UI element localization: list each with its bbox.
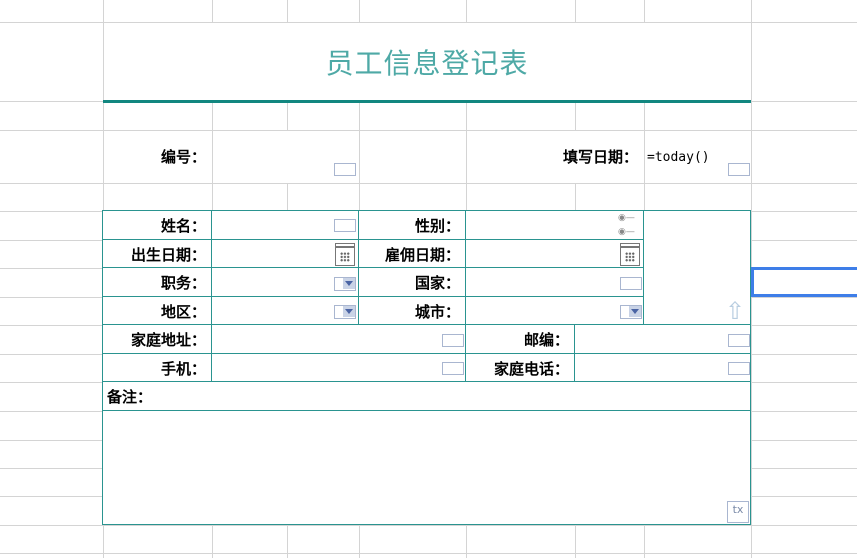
gender-input[interactable]: [465, 210, 644, 240]
textbox-control-icon[interactable]: [620, 277, 642, 290]
city-select[interactable]: [465, 296, 644, 325]
dropdown-icon[interactable]: [334, 277, 356, 291]
upload-photo-icon[interactable]: ⇧: [725, 297, 746, 325]
gender-label: 性别：: [414, 217, 460, 235]
hire-date-label: 雇佣日期：: [384, 245, 460, 264]
gridline: [0, 130, 857, 131]
id-label: 编号：: [160, 148, 206, 166]
gridline: [0, 525, 857, 526]
id-label-cell[interactable]: [104, 131, 212, 183]
birth-date-label: 出生日期：: [130, 245, 206, 264]
home-phone-label: 家庭电话：: [493, 359, 569, 378]
dropdown-icon[interactable]: [334, 305, 356, 319]
calendar-icon[interactable]: [620, 243, 640, 266]
radio-option-icon[interactable]: ◉—: [618, 227, 635, 237]
photo-cell[interactable]: [643, 210, 751, 325]
form-title: 员工信息登记表: [325, 46, 529, 80]
home-address-input[interactable]: [211, 324, 466, 354]
remarks-label: 备注：: [107, 388, 153, 406]
calendar-icon[interactable]: [335, 243, 355, 266]
radio-option-icon[interactable]: ◉—: [618, 213, 635, 223]
remarks-input[interactable]: [102, 410, 751, 525]
textbox-control-icon[interactable]: [334, 163, 356, 176]
gridline: [0, 553, 857, 554]
dropdown-icon[interactable]: [620, 305, 642, 319]
region-label: 地区：: [160, 302, 206, 321]
fill-date-label: 填写日期：: [562, 148, 638, 166]
textbox-control-icon[interactable]: [728, 163, 750, 176]
city-label: 城市：: [414, 302, 460, 321]
title-underline: [103, 100, 751, 103]
postcode-input[interactable]: [574, 324, 751, 354]
position-label: 职务：: [160, 274, 206, 292]
country-input[interactable]: [465, 267, 644, 297]
textbox-control-icon[interactable]: [442, 362, 464, 375]
birth-date-input[interactable]: [211, 239, 359, 268]
textbox-control-icon[interactable]: [334, 219, 356, 232]
gridline: [0, 183, 857, 184]
textbox-control-icon[interactable]: [728, 334, 750, 347]
home-phone-input[interactable]: [574, 353, 751, 382]
fill-date-label-cell[interactable]: [467, 131, 644, 183]
textbox-control-icon[interactable]: [442, 334, 464, 347]
mobile-label: 手机：: [160, 359, 206, 378]
country-label: 国家：: [414, 274, 460, 292]
gridline: [0, 22, 857, 23]
home-address-label: 家庭地址：: [130, 331, 206, 349]
name-label: 姓名：: [160, 217, 206, 235]
multiline-text-control-icon[interactable]: tx: [727, 501, 749, 523]
hire-date-input[interactable]: [465, 239, 644, 268]
selected-cell[interactable]: [751, 267, 857, 297]
title-merged-cell[interactable]: [104, 23, 751, 101]
textbox-control-icon[interactable]: [728, 362, 750, 375]
mobile-input[interactable]: [211, 353, 466, 382]
fill-date-formula[interactable]: =today(): [647, 150, 710, 165]
postcode-label: 邮编：: [523, 331, 569, 349]
